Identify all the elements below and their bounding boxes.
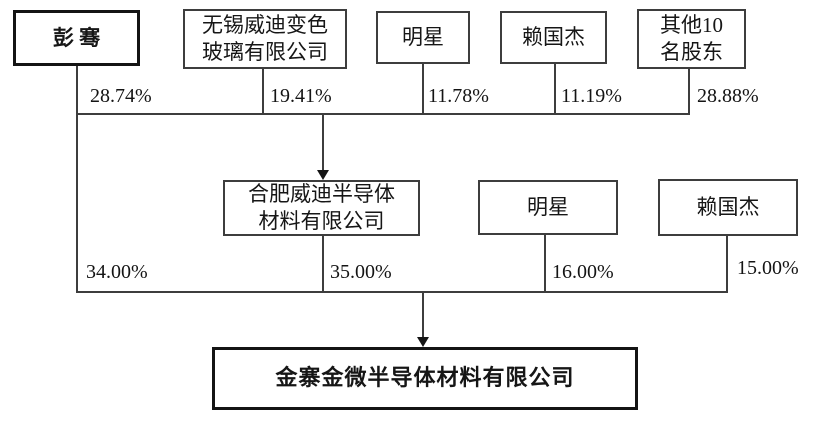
connector-mingxing-top-vertical <box>422 64 424 113</box>
node-lai-guojie-middle: 赖国杰 <box>658 179 798 236</box>
connector-mingxing-mid-vertical <box>544 233 546 291</box>
bus-line-bottom <box>76 291 728 293</box>
node-lai-guojie-top: 赖国杰 <box>500 11 607 64</box>
connector-pengqian-long-vertical <box>76 66 78 291</box>
connector-wuxi-vertical <box>262 69 264 113</box>
stake-label-pengqian-hefei: 28.74% <box>90 85 152 107</box>
node-jinzhai-jinwei-semiconductor: 金寨金微半导体材料有限公司 <box>212 347 638 410</box>
stake-label-pengqian-direct: 34.00% <box>86 261 148 283</box>
node-peng-qian: 彭 骞 <box>13 10 140 66</box>
stake-label-mingxing-hefei: 11.78% <box>428 85 489 107</box>
stake-label-mingxing-target: 16.00% <box>552 261 614 283</box>
arrowhead-down-hefei-icon <box>317 170 329 180</box>
connector-hefei-vertical <box>322 234 324 291</box>
stake-label-other10-hefei: 28.88% <box>697 85 759 107</box>
arrowhead-down-target-icon <box>417 337 429 347</box>
connector-laiguojie-top-vertical <box>554 64 556 113</box>
stake-label-laiguojie-target: 15.00% <box>737 257 799 279</box>
node-mingxing-middle: 明星 <box>478 180 618 235</box>
bus-line-top <box>76 113 690 115</box>
node-hefei-weidi-semiconductor: 合肥威迪半导体 材料有限公司 <box>223 180 420 236</box>
arrow-line-to-target <box>422 291 424 339</box>
node-wuxi-weidi-glass: 无锡威迪变色 玻璃有限公司 <box>183 9 347 69</box>
arrow-line-to-hefei <box>322 113 324 173</box>
connector-laiguojie-mid-vertical <box>726 234 728 291</box>
node-other-10-shareholders: 其他10 名股东 <box>637 9 746 69</box>
node-mingxing-top: 明星 <box>376 11 470 64</box>
stake-label-wuxi-hefei: 19.41% <box>270 85 332 107</box>
connector-other10-vertical <box>688 69 690 113</box>
stake-label-hefei-target: 35.00% <box>330 261 392 283</box>
stake-label-laiguojie-hefei: 11.19% <box>561 85 622 107</box>
